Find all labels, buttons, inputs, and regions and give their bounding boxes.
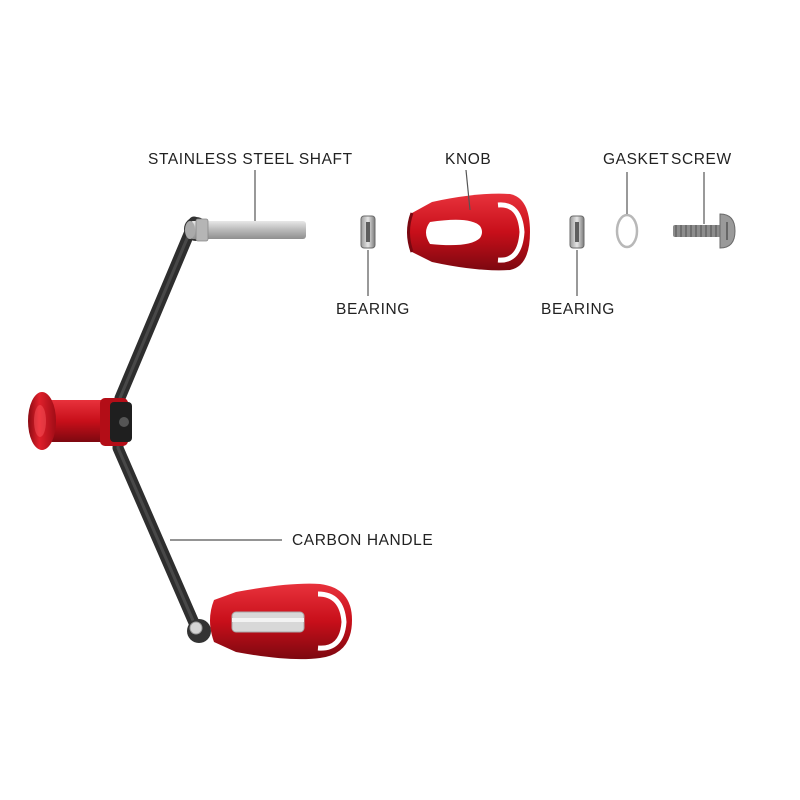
label-bearing-left: BEARING xyxy=(336,301,410,318)
screw xyxy=(673,213,736,249)
bearing-right xyxy=(569,215,585,249)
leader-knob xyxy=(465,169,471,211)
assembled-knob xyxy=(189,583,352,660)
center-hub xyxy=(28,392,132,450)
label-knob: KNOB xyxy=(445,151,492,168)
leader-lines xyxy=(170,169,705,541)
bearing-left xyxy=(360,215,376,249)
label-bearing-right: BEARING xyxy=(541,301,615,318)
knob xyxy=(407,193,530,271)
label-stainless-steel-shaft: STAINLESS STEEL SHAFT xyxy=(148,151,353,168)
label-carbon-handle: CARBON HANDLE xyxy=(292,532,434,549)
stainless-steel-shaft xyxy=(185,218,306,242)
gasket xyxy=(615,213,639,249)
label-gasket: GASKET xyxy=(603,151,670,168)
label-screw: SCREW xyxy=(671,151,732,168)
